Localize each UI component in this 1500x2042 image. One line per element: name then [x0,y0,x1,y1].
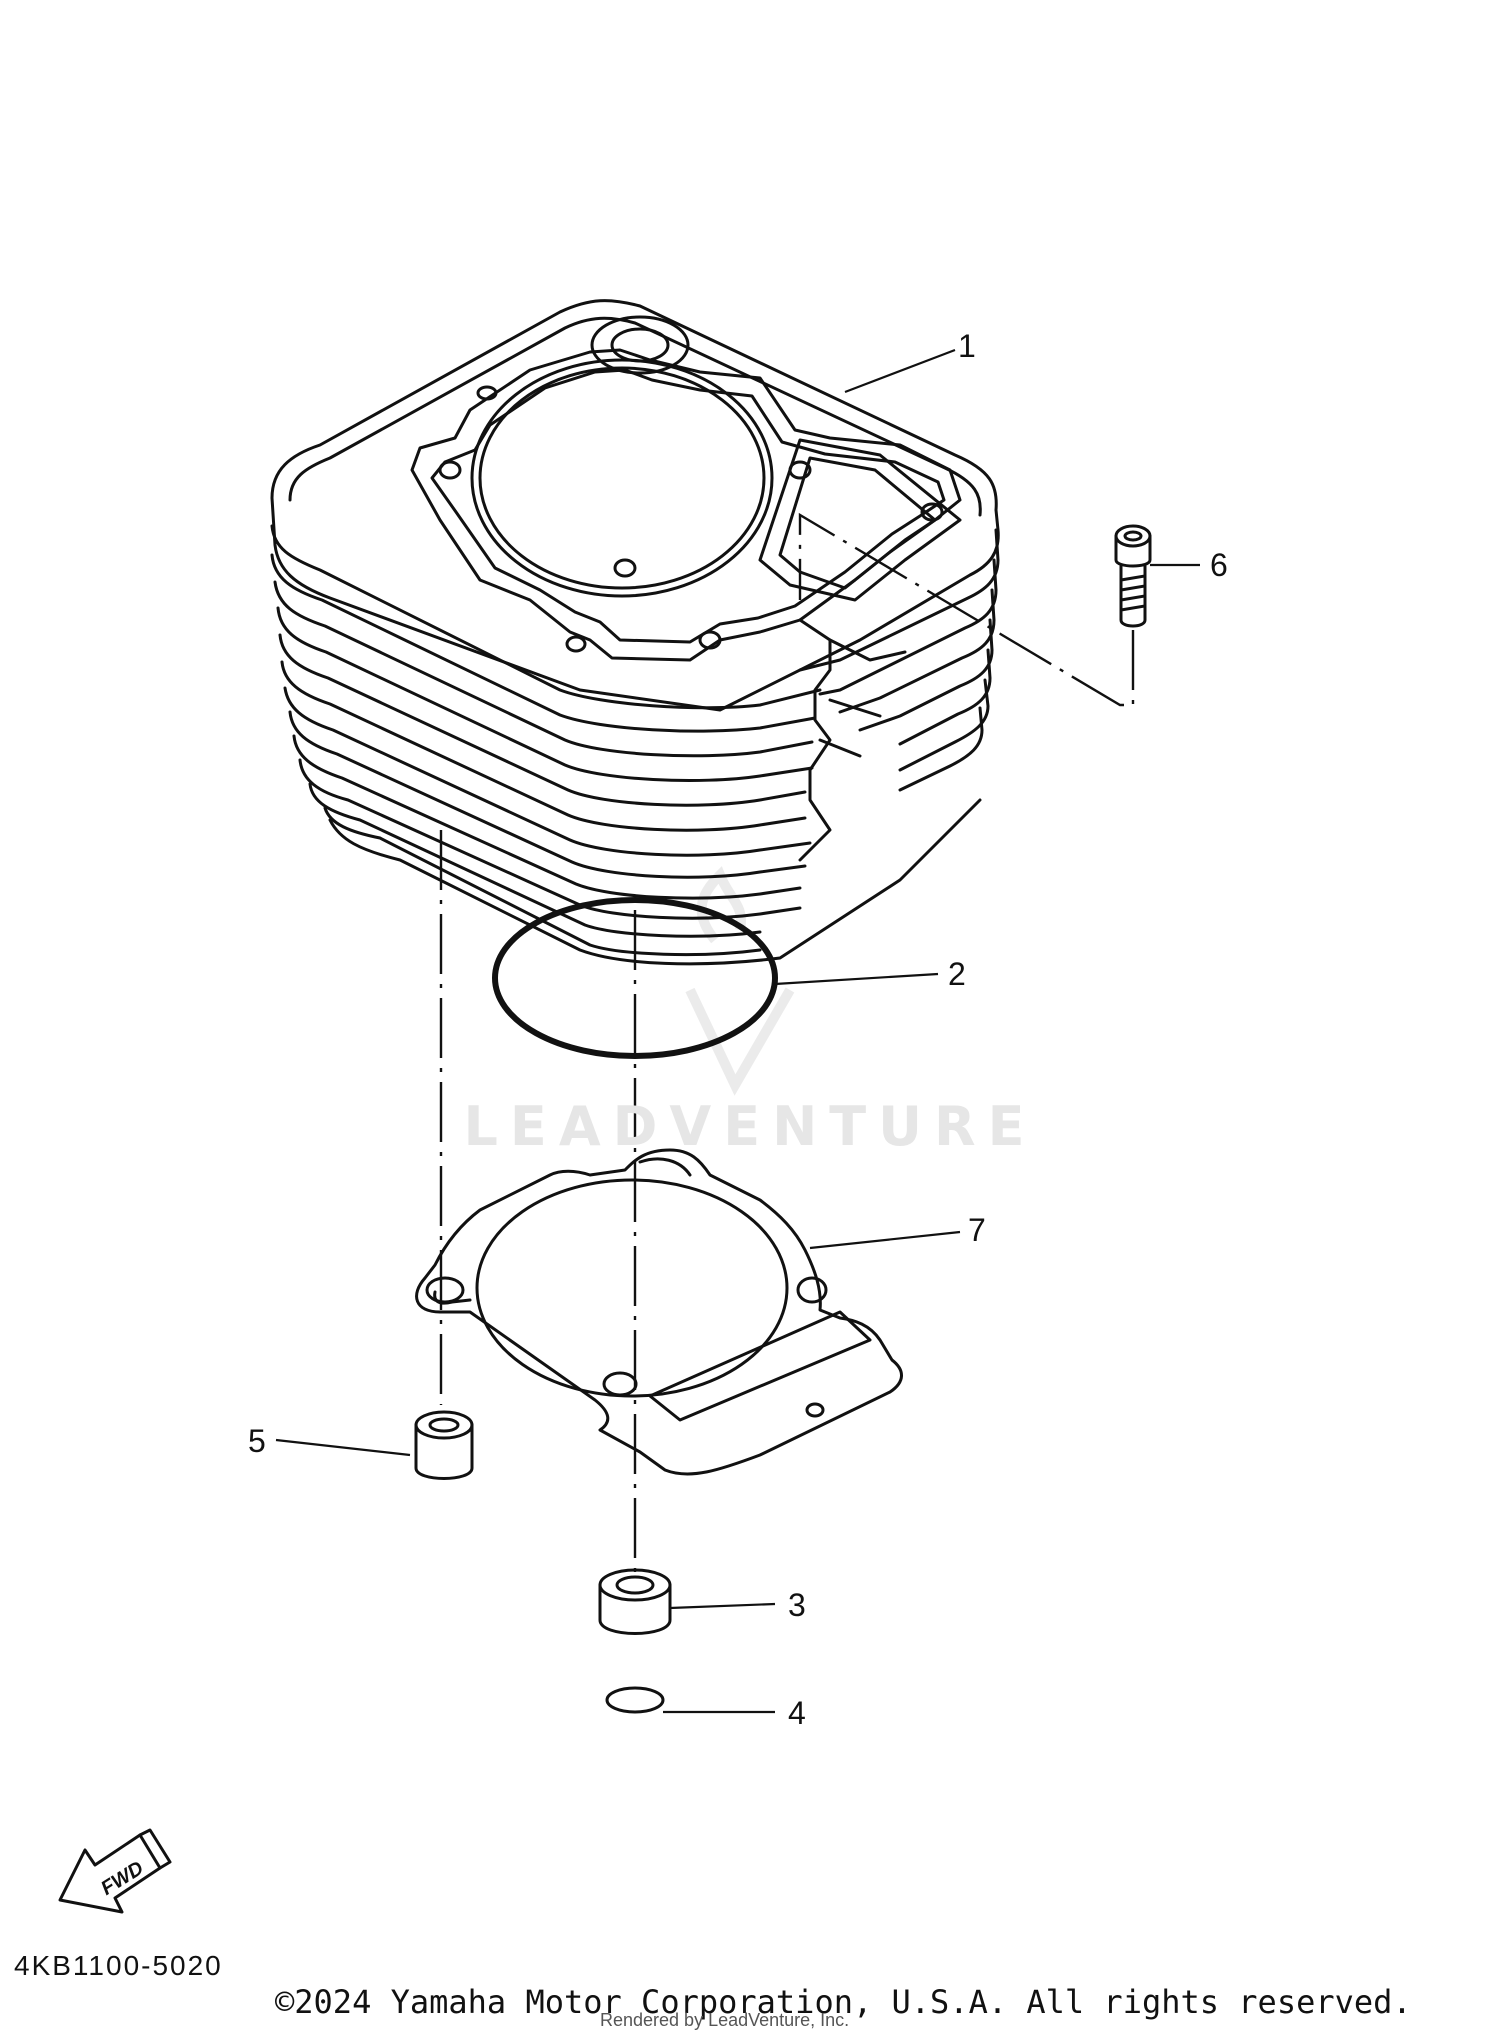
dowel-pin-part-3[interactable] [598,1568,672,1635]
fwd-arrow-icon: FWD [58,1828,172,1914]
watermark-text: LEADVENTURE [463,1095,1037,1158]
dowel-pin-part-5[interactable] [414,1410,474,1480]
callout-6: 6 [1210,547,1228,583]
gasket-part-7[interactable] [415,1148,903,1476]
rendered-by-notice: Rendered by LeadVenture, Inc. [600,2010,850,2030]
cylinder-part-1[interactable] [270,299,1000,966]
callout-4: 4 [788,1695,806,1731]
bolt-part-6[interactable] [1114,524,1152,628]
o-ring-part-4[interactable] [605,1686,665,1714]
callout-7: 7 [968,1212,986,1248]
callout-1: 1 [958,328,976,364]
diagram-part-code: 4KB1100-5020 [14,1950,223,1981]
callout-3: 3 [788,1587,806,1623]
copyright-notice: ©2024 Yamaha Motor Corporation, U.S.A. A… [275,1983,1412,2021]
callout-2: 2 [948,956,966,992]
leader-lines [275,348,1200,1714]
assembly-axis-lines [439,512,1135,1575]
o-ring-part-2[interactable] [492,897,778,1059]
callout-5: 5 [248,1423,266,1459]
